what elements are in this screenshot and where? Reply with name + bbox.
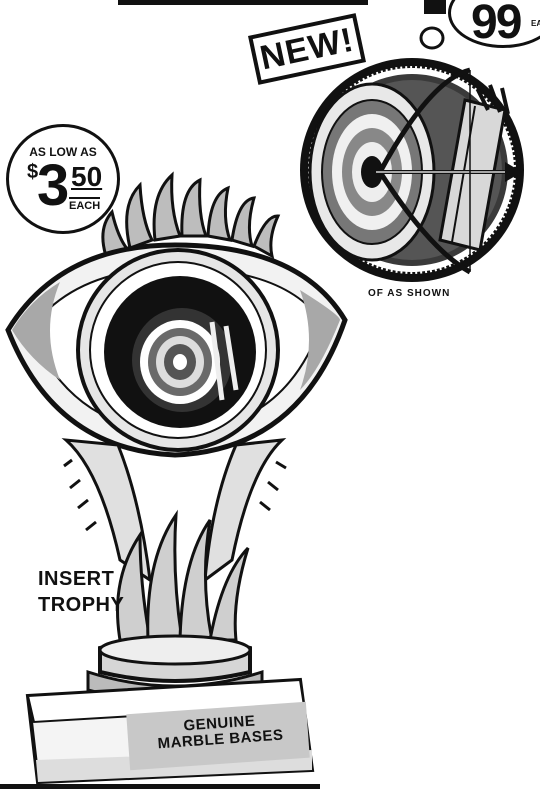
flame-bottom-icon [116,509,250,642]
price-left-dollar-sign: $ [27,161,39,183]
price-left-dollars: 3 [37,153,70,218]
price-left-cents: 50 [71,161,103,192]
medal-target-icon [308,82,436,262]
price-badge-left: AS LOW AS $ 3 50 EACH [6,124,120,234]
insert-trophy-line1: INSERT [38,568,115,590]
trophy-figure [5,171,348,785]
top-rule [118,0,368,5]
price-top-amount: 99 [471,0,522,48]
price-left-unit: EACH [69,197,101,212]
bow-and-arrow-icon [376,67,522,275]
price-top-unit: EA [531,19,540,28]
insert-target-icon [104,276,256,428]
price-left-label: AS LOW AS [29,145,97,159]
marble-plate [126,701,310,771]
insert-trophy-line2: TROPHY [38,594,125,616]
medal-caption: OF AS SHOWN [368,288,451,299]
bottom-rule [0,784,320,789]
insert-trophy-label: INSERT TROPHY [38,566,124,618]
archery-medal [300,0,524,282]
